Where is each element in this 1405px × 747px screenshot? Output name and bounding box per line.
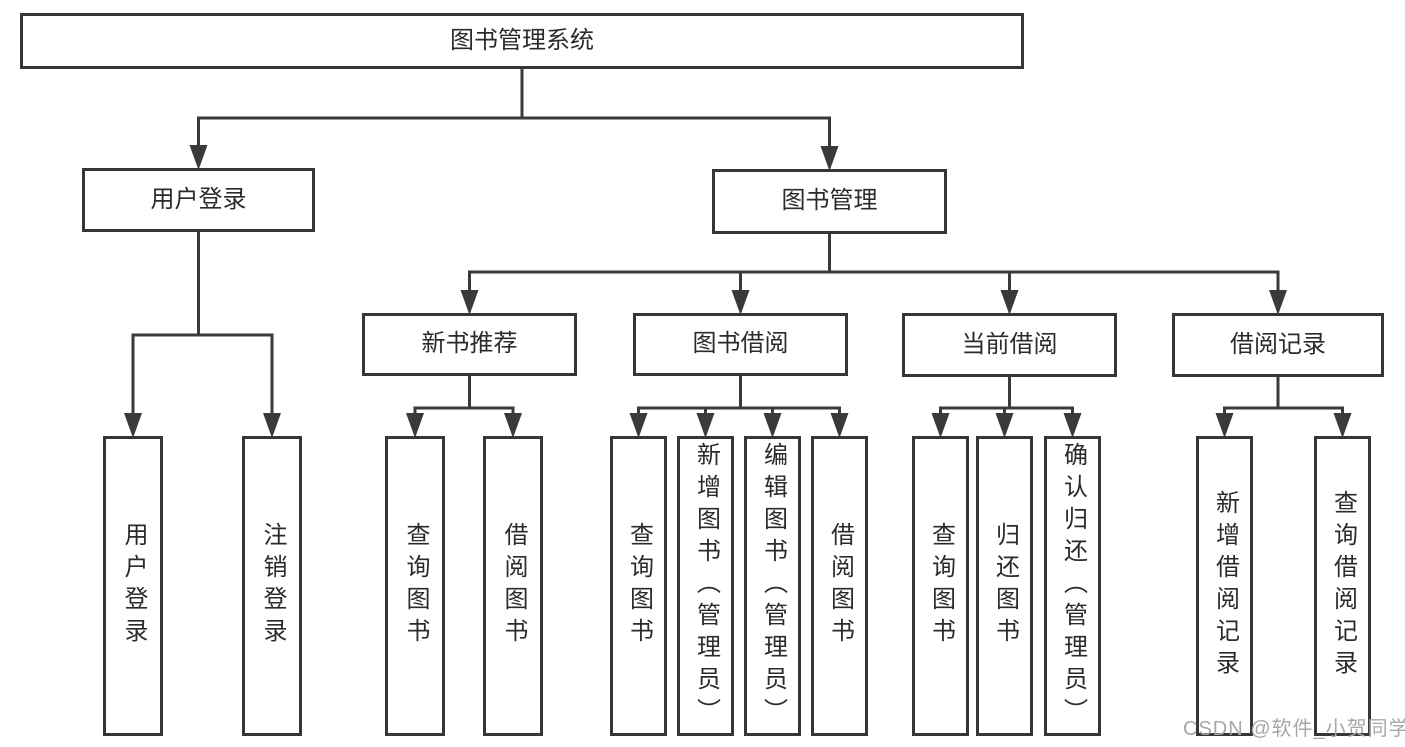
node-user-login: 用户登录 — [82, 168, 315, 232]
node-br-add: 新增借阅记录 — [1196, 436, 1253, 736]
node-label-br-add: 新增借阅记录 — [1211, 490, 1239, 682]
node-cb-query: 查询图书 — [912, 436, 969, 736]
node-br-query: 查询借阅记录 — [1314, 436, 1371, 736]
node-nb-borrow: 借阅图书 — [483, 436, 543, 736]
node-label-bb-borrow: 借阅图书 — [826, 522, 854, 650]
node-label-bb-add: 新增图书（管理员） — [692, 442, 720, 730]
node-label-root: 图书管理系统 — [450, 26, 594, 54]
arrowhead-icon — [1063, 413, 1082, 438]
arrowhead-icon — [460, 290, 479, 315]
arrowhead-icon — [995, 413, 1014, 438]
node-bb-query: 查询图书 — [610, 436, 667, 736]
arrowhead-icon — [931, 413, 950, 438]
arrowhead-icon — [1000, 290, 1019, 315]
arrowhead-icon — [1333, 413, 1352, 438]
node-label-cb-query: 查询图书 — [927, 522, 955, 650]
arrowhead-icon — [696, 413, 715, 438]
node-book-mgmt: 图书管理 — [712, 169, 947, 234]
node-label-nb-query: 查询图书 — [402, 522, 429, 650]
node-label-logout-leaf: 注销登录 — [259, 522, 286, 650]
arrowhead-icon — [1269, 290, 1287, 315]
arrowhead-icon — [263, 413, 281, 438]
node-borrow-record: 借阅记录 — [1172, 313, 1384, 377]
node-current-borrow: 当前借阅 — [902, 313, 1117, 377]
node-label-br-query: 查询借阅记录 — [1329, 490, 1357, 682]
arrowhead-icon — [124, 413, 142, 438]
node-label-nb-borrow: 借阅图书 — [500, 522, 527, 650]
node-label-current-borrow: 当前借阅 — [961, 330, 1058, 358]
node-new-book: 新书推荐 — [362, 313, 577, 376]
node-label-user-login: 用户登录 — [150, 185, 247, 213]
node-label-cb-confirm: 确认归还（管理员） — [1059, 442, 1087, 730]
node-label-borrow-record: 借阅记录 — [1230, 330, 1326, 358]
arrowhead-icon — [820, 146, 839, 171]
arrowhead-icon — [629, 413, 648, 438]
node-label-bb-query: 查询图书 — [625, 522, 653, 650]
node-cb-confirm: 确认归还（管理员） — [1044, 436, 1101, 736]
node-bb-add: 新增图书（管理员） — [677, 436, 734, 736]
node-book-borrow: 图书借阅 — [633, 313, 848, 376]
node-label-book-mgmt: 图书管理 — [781, 187, 878, 215]
arrowhead-icon — [504, 413, 522, 438]
node-label-bb-edit: 编辑图书（管理员） — [759, 442, 787, 730]
node-nb-query: 查询图书 — [385, 436, 445, 736]
node-cb-return: 归还图书 — [976, 436, 1033, 736]
node-label-cb-return: 归还图书 — [991, 522, 1019, 650]
arrowhead-icon — [189, 145, 208, 170]
node-bb-edit: 编辑图书（管理员） — [744, 436, 801, 736]
node-label-book-borrow: 图书借阅 — [692, 330, 789, 358]
arrowhead-icon — [406, 413, 424, 438]
arrowhead-icon — [830, 413, 849, 438]
csdn-watermark: CSDN @软件_小贺同学 — [1183, 718, 1405, 740]
node-logout-leaf: 注销登录 — [242, 436, 302, 736]
arrowhead-icon — [731, 290, 750, 315]
node-label-new-book: 新书推荐 — [421, 330, 518, 358]
node-root: 图书管理系统 — [20, 13, 1024, 69]
node-user-login-leaf: 用户登录 — [103, 436, 163, 736]
node-bb-borrow: 借阅图书 — [811, 436, 868, 736]
arrowhead-icon — [1215, 413, 1234, 438]
arrowhead-icon — [763, 413, 782, 438]
node-label-user-login-leaf: 用户登录 — [120, 522, 147, 650]
